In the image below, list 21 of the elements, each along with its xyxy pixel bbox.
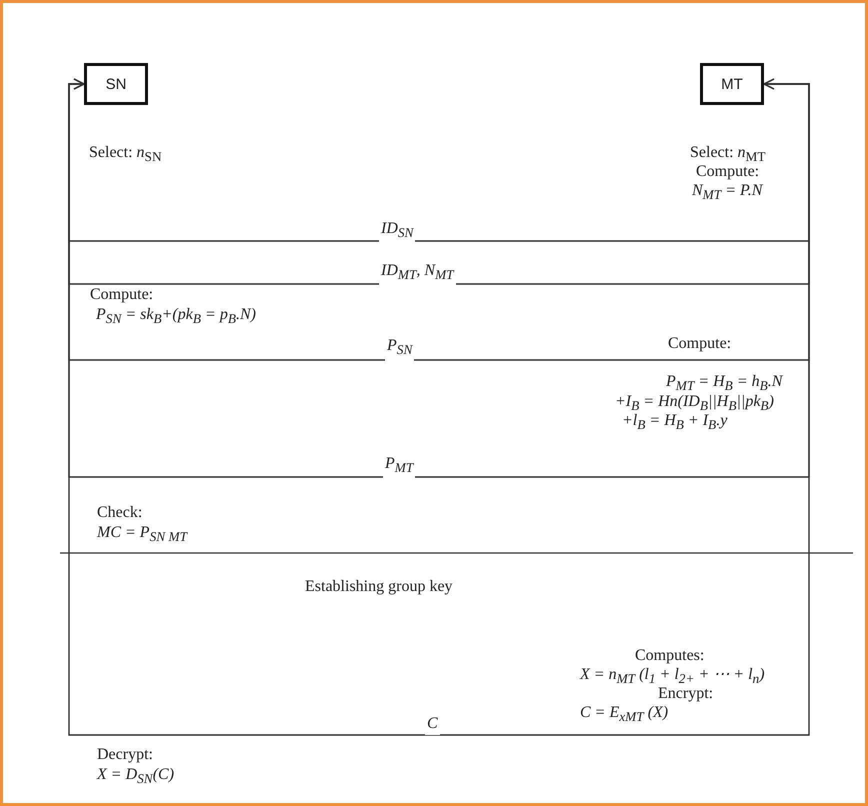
formula: +I$_{B}$ = Hn(ID$_{B}$||H$_{B}$||pk$_{B}$) bbox=[615, 392, 774, 414]
formula: C = E$_{xMT}$ (X) bbox=[580, 703, 668, 726]
formula: P$_{MT}$ = H$_{B}$ = h$_{B}$.N bbox=[666, 372, 782, 394]
message-arrow bbox=[68, 78, 810, 736]
section-heading: Establishing group key bbox=[305, 577, 453, 596]
formula: MC = P$_{SN MT}$ bbox=[97, 523, 187, 546]
entity-box: SN bbox=[84, 63, 148, 105]
step-heading: Computes: bbox=[635, 646, 704, 665]
formula: P$_{SN}$ = sk$_{B}$+(pk$_{B}$ = p$_{B}$.N) bbox=[96, 305, 256, 328]
step-heading: Compute: bbox=[668, 334, 732, 353]
formula: N$_{MT}$ = P.N bbox=[692, 181, 762, 204]
step-text: Select: n$_{MT}$ bbox=[690, 143, 766, 165]
formula: X = D$_{SN}$(C) bbox=[97, 765, 174, 788]
step-heading: Compute: bbox=[90, 285, 154, 304]
message-arrow bbox=[68, 78, 810, 361]
step-heading: Decrypt: bbox=[97, 745, 153, 764]
step-text: Select: n$_{SN}$ bbox=[89, 143, 162, 166]
step-heading: Check: bbox=[97, 503, 142, 522]
step-heading: Compute: bbox=[696, 162, 760, 181]
formula: +l$_{B}$ = H$_{B}$ + I$_{B}$.y bbox=[622, 411, 728, 434]
entity-box: MT bbox=[700, 63, 764, 105]
